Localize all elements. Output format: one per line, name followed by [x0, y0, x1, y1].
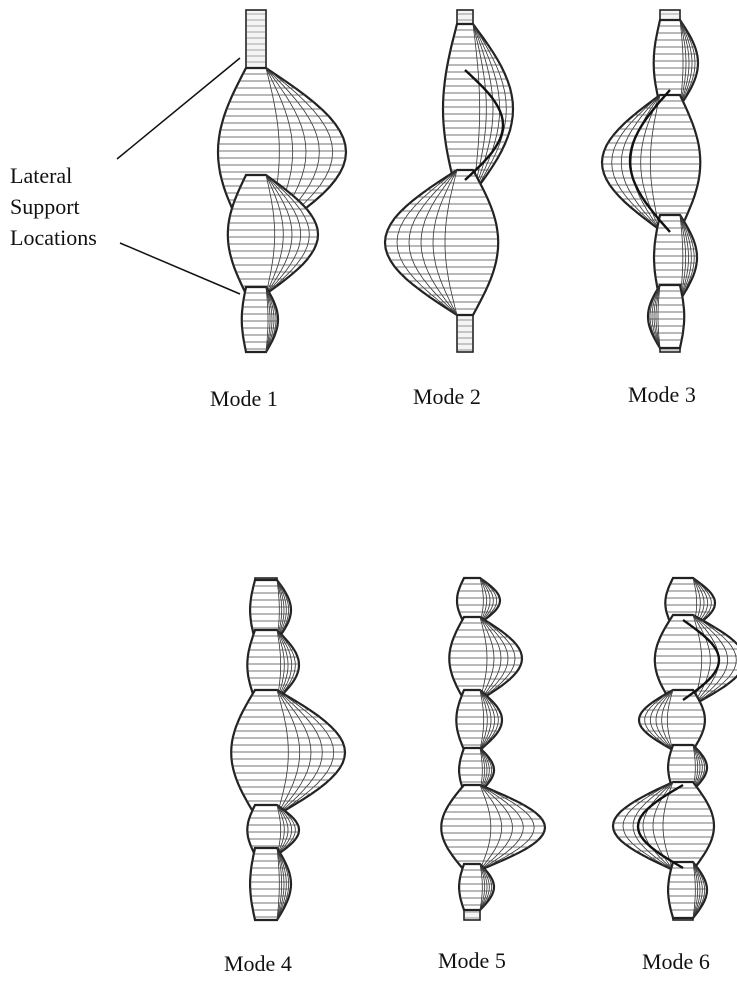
mode-6-envelope-1 — [682, 619, 721, 701]
mode-4-lobe-2 — [246, 628, 301, 702]
mode-6-label: Mode 6 — [642, 949, 710, 974]
mode-2-label: Mode 2 — [413, 384, 481, 409]
mode-1-label: Mode 1 — [210, 386, 278, 411]
mode-4-lobe-1 — [249, 578, 293, 642]
lateral-support-locations-callout: Lateral Support Locations — [10, 160, 130, 253]
mode-3-label: Mode 3 — [628, 382, 696, 407]
mode-5-lobe-2 — [448, 615, 524, 702]
callout-line-1: Lateral — [10, 163, 73, 188]
mode-6-envelope-2 — [636, 783, 684, 870]
mode-3-lobe-1 — [652, 18, 700, 108]
mode-3-envelope-1 — [628, 89, 671, 233]
mode-2-lobe-2 — [383, 168, 500, 317]
mode-1-shape — [216, 9, 348, 354]
mode-5-lobe-5 — [440, 783, 547, 872]
mode-5-shape — [440, 576, 547, 921]
mode-2-envelope-1 — [464, 69, 505, 181]
mode-3-shape — [600, 9, 702, 353]
mode-3-lobe-4 — [646, 283, 686, 350]
mode-5-lobe-3 — [455, 688, 504, 752]
leader-line-upper — [116, 57, 241, 160]
mode-6-lobe-3 — [637, 688, 707, 752]
mode-4-shape — [230, 577, 347, 922]
mode-6-lobe-2 — [653, 613, 737, 707]
mode-6-lobe-6 — [667, 860, 709, 920]
mode-6-shape — [611, 576, 737, 921]
mode-1-lobe-3 — [240, 285, 280, 354]
callout-line-2: Support — [10, 194, 80, 219]
mode-2-shape — [383, 9, 515, 353]
mode-5-lobe-6 — [458, 862, 496, 912]
leader-line-lower — [119, 242, 241, 295]
mode-4-label: Mode 4 — [224, 951, 292, 976]
mode-4-lobe-5 — [249, 846, 293, 922]
mode-4-lobe-3 — [230, 688, 347, 817]
mode-5-label: Mode 5 — [438, 948, 506, 973]
callout-line-3: Locations — [10, 225, 97, 250]
